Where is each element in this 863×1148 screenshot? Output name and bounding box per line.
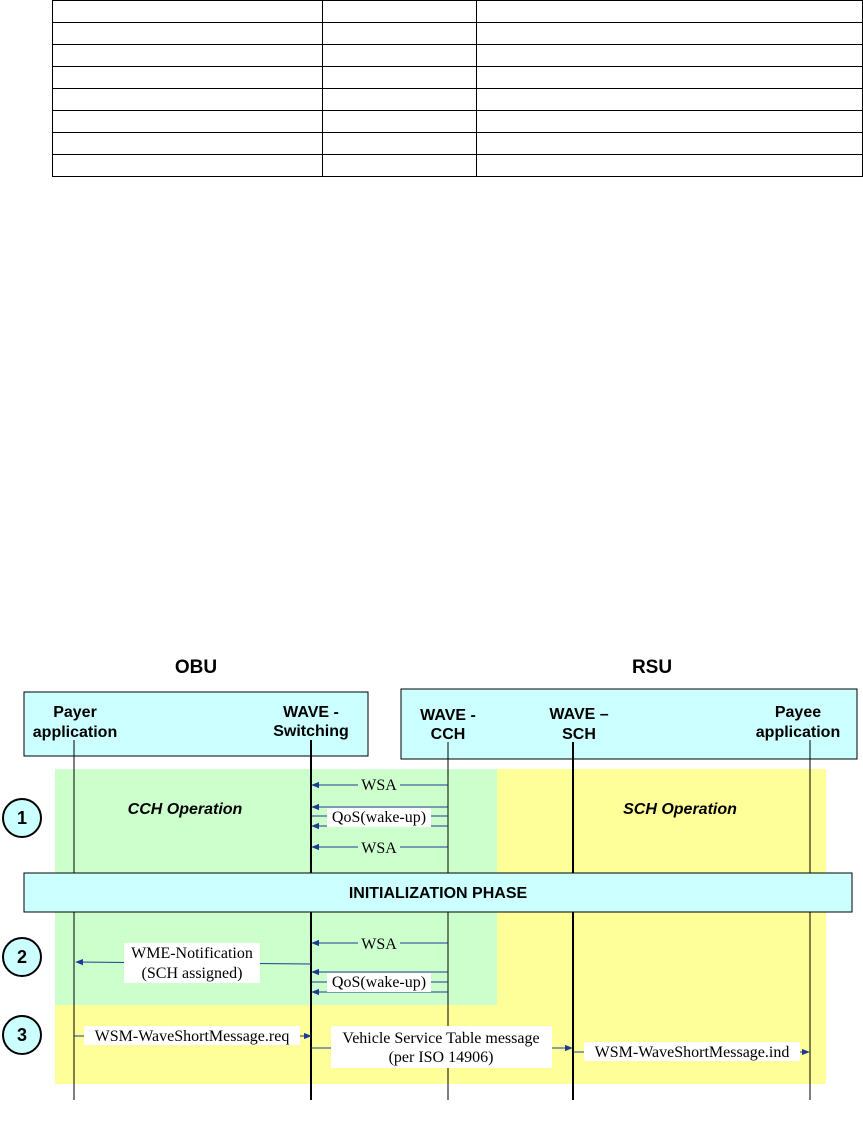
wave-cch-label-line1: WAVE - xyxy=(420,707,476,724)
data-table xyxy=(52,0,863,177)
wme-label-bg xyxy=(124,943,260,983)
step-1-label: 1 xyxy=(17,808,27,828)
wsa-label-3: WSA xyxy=(361,936,397,953)
wave-sch-label-line1: WAVE – xyxy=(549,706,608,723)
initialization-phase-label: INITIALIZATION PHASE xyxy=(349,885,528,902)
vst-label-bg xyxy=(331,1026,552,1068)
table-row xyxy=(52,22,863,45)
wave-switching-label-line1: WAVE - xyxy=(283,704,339,721)
wave-switching-label-line2: Switching xyxy=(273,723,349,740)
wsa-label-2: WSA xyxy=(361,840,397,857)
payee-label-line1: Payee xyxy=(775,704,821,721)
step-3-circle xyxy=(2,1015,42,1055)
payer-label-line1: Payer xyxy=(53,704,97,721)
payer-label-line2: application xyxy=(33,724,117,741)
qos-label-bg-2 xyxy=(327,973,431,992)
initialization-phase-bar xyxy=(23,872,853,913)
vst-label-line1: Vehicle Service Table message xyxy=(342,1030,539,1047)
wsa-label-bg-3 xyxy=(358,933,400,952)
table-row xyxy=(52,132,863,155)
wsm-ind-label: WSM-WaveShortMessage.ind xyxy=(595,1044,790,1061)
table-row xyxy=(52,0,863,23)
wme-label-line1: WME-Notification xyxy=(131,945,253,962)
wsa-label-bg-1 xyxy=(358,775,400,794)
table-cell xyxy=(52,154,323,177)
wave-cch-label-line2: CCH xyxy=(431,726,466,743)
table-row xyxy=(52,66,863,89)
step-2-circle xyxy=(2,937,42,977)
wsm-ind-label-bg xyxy=(584,1042,800,1061)
qos-label-1: QoS(wake-up) xyxy=(332,809,426,826)
cch-operation-label: CCH Operation xyxy=(128,801,243,818)
table-cell xyxy=(476,154,863,177)
step-1-circle xyxy=(2,798,42,838)
wsm-req-label-bg xyxy=(84,1026,300,1045)
step-2-label: 2 xyxy=(17,947,27,967)
step-3-label: 3 xyxy=(17,1025,27,1045)
rsu-title: RSU xyxy=(632,657,672,678)
wsm-req-label: WSM-WaveShortMessage.req xyxy=(95,1028,290,1045)
wsa-label-bg-2 xyxy=(358,837,400,856)
payee-label-line2: application xyxy=(756,724,840,741)
table-row xyxy=(52,110,863,133)
wsa-label-1: WSA xyxy=(361,777,397,794)
rsu-box xyxy=(400,688,858,760)
qos-label-2: QoS(wake-up) xyxy=(332,974,426,991)
sch-operation-label: SCH Operation xyxy=(623,801,737,818)
qos-label-bg-1 xyxy=(327,808,431,827)
vst-label-line2: (per ISO 14906) xyxy=(389,1049,494,1066)
table-row xyxy=(52,88,863,111)
wme-label-line2: (SCH assigned) xyxy=(142,965,243,982)
wave-sch-label-line2: SCH xyxy=(562,726,596,743)
table-row xyxy=(52,154,863,177)
obu-title: OBU xyxy=(175,657,217,678)
